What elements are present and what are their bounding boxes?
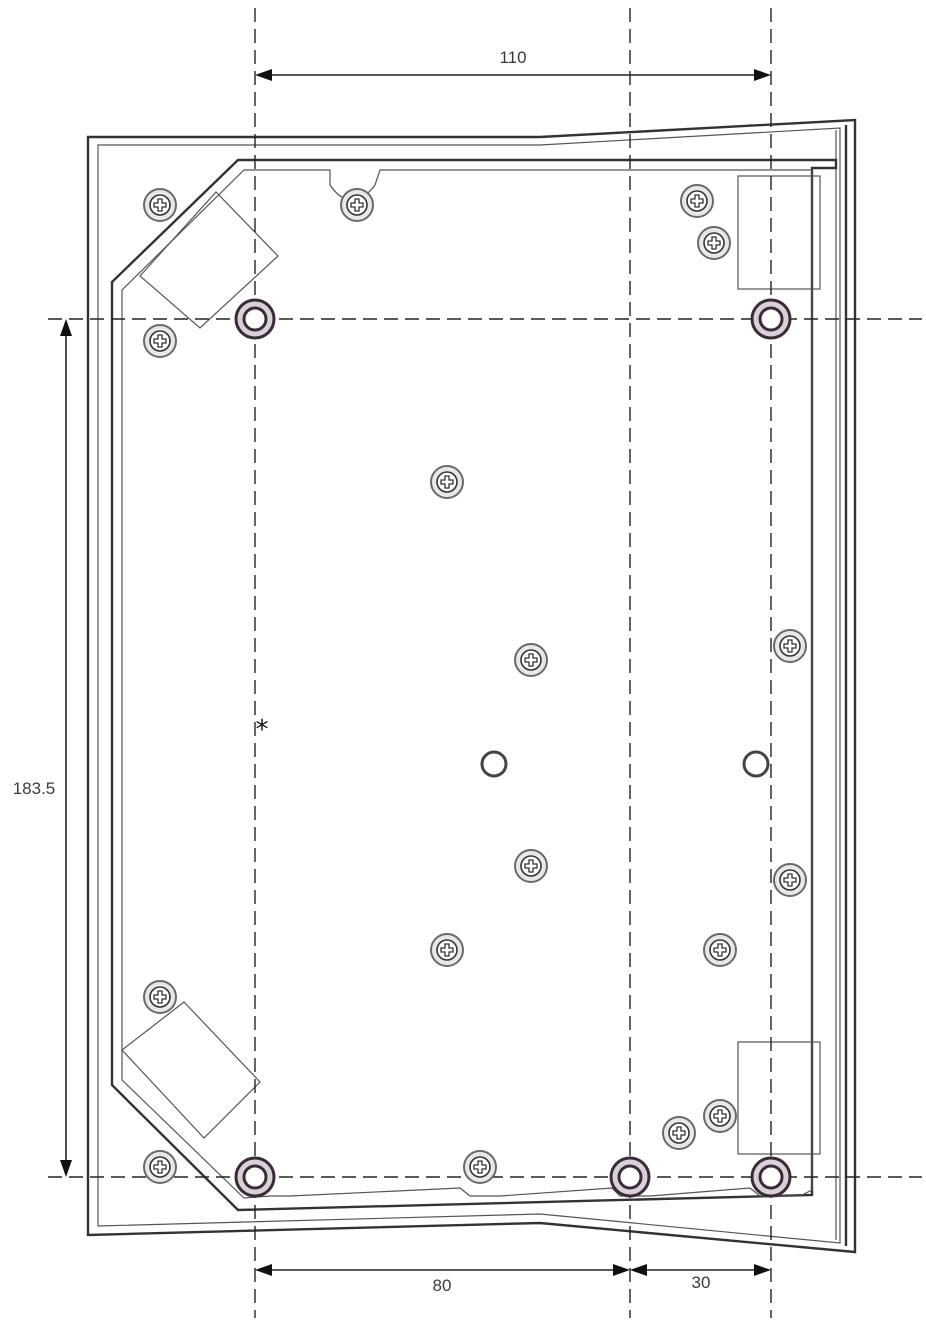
dimension-top-label: 110 (499, 48, 526, 67)
dimension-bottom-right-label: 30 (692, 1273, 711, 1292)
dimension-left-label: 183.5 (13, 779, 56, 798)
screw-icon (773, 863, 807, 897)
plain-hole-icon (480, 750, 508, 778)
mount-hole-icon (234, 1156, 276, 1198)
mount-hole-icon (609, 1156, 651, 1198)
screw-icon (143, 188, 177, 222)
dimension-top: 110 (255, 48, 771, 81)
dimension-bottom-left-label: 80 (433, 1276, 452, 1295)
mount-hole-icon (234, 298, 276, 340)
screw-icon (514, 643, 548, 677)
screw-icon (680, 184, 714, 218)
screw-icon (514, 849, 548, 883)
mount-hole-icon (750, 1156, 792, 1198)
screw-icon (662, 1116, 696, 1150)
asterisk-marker: * (256, 715, 269, 745)
screw-icon (703, 933, 737, 967)
pad-bottom-left (121, 1001, 261, 1139)
dimension-bottom-left: 80 (255, 1264, 630, 1295)
dimension-bottom-right: 30 (630, 1264, 771, 1292)
fasteners (143, 184, 807, 1198)
pad-top-right (737, 175, 821, 290)
dimension-left: 183.5 (13, 319, 72, 1177)
screw-icon (430, 465, 464, 499)
inner-cavity (110, 158, 838, 1212)
screw-icon (430, 933, 464, 967)
plain-hole-icon (742, 750, 770, 778)
center-lines (48, 8, 922, 1318)
pad-bottom-right (737, 1041, 821, 1155)
enclosure-body (86, 118, 857, 1254)
screw-icon (143, 1150, 177, 1184)
screw-icon (463, 1150, 497, 1184)
screw-icon (143, 980, 177, 1014)
screw-icon (697, 226, 731, 260)
corner-pads (121, 175, 821, 1155)
screw-icon (773, 629, 807, 663)
mount-hole-icon (750, 298, 792, 340)
screw-icon (143, 324, 177, 358)
screw-icon (340, 188, 374, 222)
screw-icon (703, 1099, 737, 1133)
pad-top-left (139, 191, 279, 329)
